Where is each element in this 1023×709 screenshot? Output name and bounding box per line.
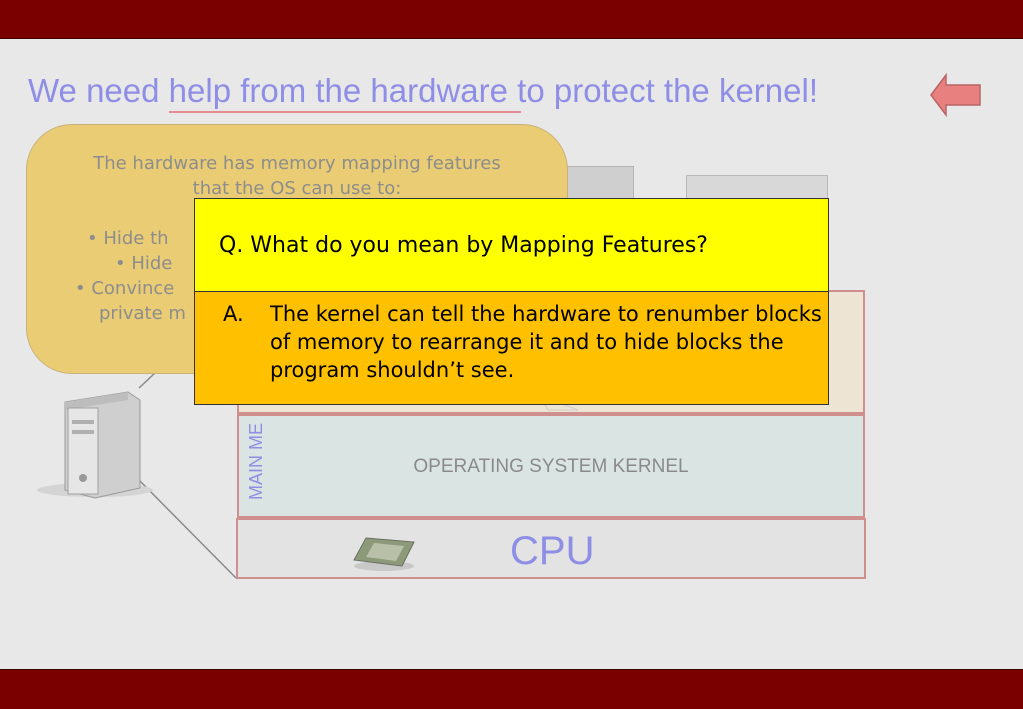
connector-line-lower [138,479,237,579]
bubble-bullet-3-continuation: private m [99,303,186,324]
bubble-bullet-2: • Hide [115,253,173,274]
program-screenshot-thumbnail [566,166,634,202]
cpu-chip-icon [353,537,415,571]
connector-line-upper [138,371,157,389]
title-suffix: to protect the kernel! [517,72,819,109]
answer-text: The kernel can tell the hardware to renu… [270,302,822,382]
kernel-memory-region: OPERATING SYSTEM KERNEL [237,414,865,518]
cpu-region: CPU [236,518,866,579]
left-arrow-icon[interactable] [929,72,983,118]
bubble-intro-line2: that the OS can use to: [192,178,402,199]
top-bar [0,0,1023,39]
question-box: Q. What do you mean by Mapping Features? [194,198,829,292]
bottom-bar [0,669,1023,709]
title-emphasis: help from the hardware [168,72,518,109]
bubble-intro: The hardware has memory mapping features… [27,151,567,201]
title-prefix: We need [28,72,169,109]
bubble-intro-line1: The hardware has memory mapping features [93,153,501,174]
bubble-bullet-1: • Hide th [87,228,169,249]
kernel-label: OPERATING SYSTEM KERNEL [413,456,689,477]
slide-title: We need help from the hardware to protec… [28,72,818,110]
computer-tower-icon [37,391,153,499]
answer-box: A. The kernel can tell the hardware to r… [194,291,829,405]
answer-marker: A. [223,302,244,326]
question-text: Q. What do you mean by Mapping Features? [219,233,708,258]
cpu-label: CPU [510,529,595,573]
bubble-bullet-3: • Convince [75,278,175,299]
